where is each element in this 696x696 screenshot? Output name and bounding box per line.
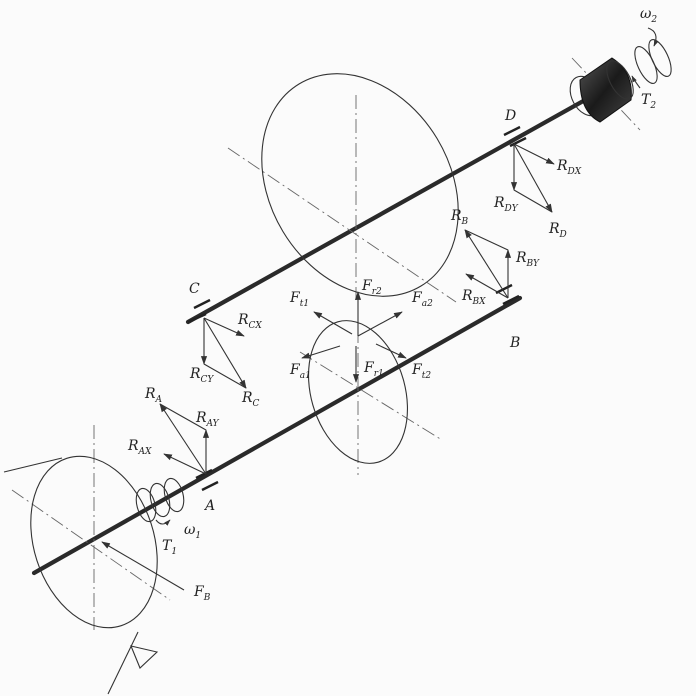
label-bearing-c: C bbox=[189, 281, 200, 297]
gear-mesh-forces bbox=[301, 291, 407, 383]
pulley-axis bbox=[11, 489, 171, 601]
belt-tensioner-icon bbox=[130, 645, 159, 669]
label-fr2: Fr2 bbox=[361, 278, 382, 297]
label-bearing-d: D bbox=[504, 108, 516, 124]
label-t1: T1 bbox=[162, 538, 177, 557]
pulley bbox=[30, 455, 158, 629]
upper-shaft bbox=[185, 92, 597, 325]
label-ray: RAY bbox=[195, 410, 220, 429]
label-fb: FB bbox=[193, 584, 211, 603]
label-rd: RD bbox=[548, 221, 567, 240]
reaction-forces-b bbox=[464, 229, 512, 299]
label-bearing-b: B bbox=[509, 335, 520, 351]
reaction-forces-a bbox=[159, 403, 210, 475]
label-omega2: ω2 bbox=[640, 6, 657, 25]
belt-force-arrow bbox=[101, 541, 185, 591]
label-rb: RB bbox=[450, 208, 469, 227]
label-rax: RAX bbox=[127, 438, 152, 457]
label-rdy: RDY bbox=[493, 195, 519, 214]
label-rcx: RCX bbox=[237, 312, 262, 331]
label-omega1: ω1 bbox=[184, 522, 201, 541]
belt-upper bbox=[3, 457, 63, 473]
reaction-forces-c bbox=[200, 317, 247, 389]
small-gear-axis bbox=[299, 351, 443, 441]
label-ft1: Ft1 bbox=[289, 290, 309, 309]
coupling-end bbox=[606, 60, 634, 100]
label-fa1: Fa1 bbox=[289, 362, 311, 381]
label-fa2: Fa2 bbox=[411, 290, 433, 309]
label-rcy: RCY bbox=[189, 366, 214, 385]
label-ft2: Ft2 bbox=[411, 362, 431, 381]
bearing-a bbox=[195, 468, 219, 492]
label-rc: RC bbox=[241, 390, 260, 409]
large-gear bbox=[261, 73, 459, 297]
small-gear bbox=[307, 320, 409, 464]
label-fr1: Fr1 bbox=[363, 360, 384, 379]
label-t2: T2 bbox=[641, 92, 656, 111]
label-rby: RBY bbox=[515, 250, 540, 269]
torque-t1-icon bbox=[135, 477, 185, 526]
belt-lower bbox=[107, 631, 139, 695]
torque-t2-icon bbox=[631, 27, 672, 89]
reaction-forces-d bbox=[510, 143, 555, 213]
bearing-c bbox=[187, 298, 211, 324]
bearing-b bbox=[495, 283, 520, 306]
lower-shaft bbox=[31, 295, 523, 576]
label-ra: RA bbox=[144, 386, 163, 405]
label-bearing-a: A bbox=[203, 498, 215, 514]
big-gear-axis bbox=[227, 147, 457, 303]
label-rbx: RBX bbox=[461, 288, 486, 307]
label-rdx: RDX bbox=[556, 158, 582, 177]
bearing-d bbox=[503, 125, 527, 148]
